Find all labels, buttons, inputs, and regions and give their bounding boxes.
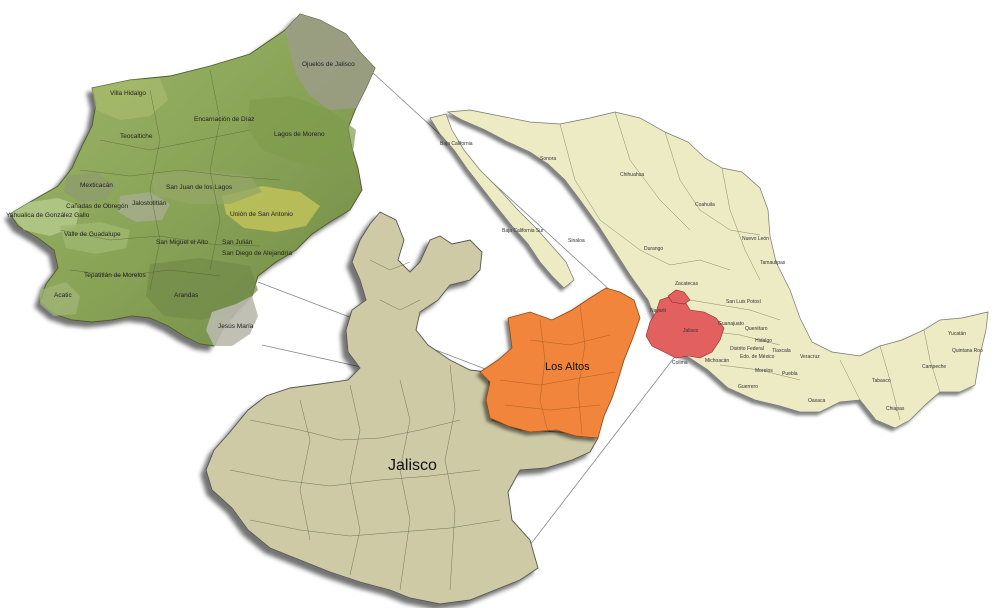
- state-labels: Baja California Sonora Chihuahua Coahuil…: [440, 141, 983, 412]
- municipality-label: Acatic: [54, 292, 72, 299]
- baja-california: [429, 113, 575, 289]
- municipality-label: Villa Hidalgo: [110, 90, 146, 97]
- valle-region: [60, 222, 130, 254]
- arandas-region: [146, 258, 258, 320]
- state-label: Nuevo León: [742, 236, 769, 242]
- state-label: Sinaloa: [568, 238, 585, 244]
- state-label: Quintana Roo: [952, 348, 983, 354]
- state-label: Puebla: [782, 371, 798, 377]
- municipality-label: San Diego de Alejandría: [222, 250, 292, 257]
- municipality-labels: Ojuelos de Jalisco Villa Hidalgo Encarna…: [6, 61, 355, 330]
- mexico-mainland: [446, 109, 989, 429]
- jalostotitlan-region: [118, 192, 170, 222]
- municipality-label: Tepatitlán de Morelos: [84, 272, 147, 279]
- state-label: Guanajuato: [718, 321, 744, 327]
- state-label: Distrito Federal: [730, 346, 764, 352]
- state-label: Michoacán: [705, 358, 729, 364]
- state-label: Oaxaca: [808, 398, 825, 404]
- municipality-label: Encarnación de Díaz: [194, 116, 254, 123]
- state-label: Querétaro: [745, 326, 768, 332]
- municipality-label: Arandas: [174, 292, 199, 299]
- municipality-label: Jesús María: [218, 323, 254, 330]
- state-label: Chihuahua: [620, 172, 644, 178]
- villa-hidalgo-region: [92, 78, 168, 120]
- los-altos-region: [479, 287, 641, 439]
- state-label: Campeche: [922, 364, 946, 370]
- municipality-label: Teocaltiche: [120, 133, 153, 140]
- state-label: Tabasco: [872, 378, 891, 384]
- mexticacan-region: [64, 172, 116, 202]
- state-label: Nayarit: [650, 308, 666, 314]
- lagos-region: [248, 96, 356, 168]
- state-label: Colima: [672, 360, 688, 366]
- municipality-label: Cañadas de Obregón: [66, 203, 129, 210]
- municipality-label: Unión de San Antonio: [230, 211, 293, 218]
- state-label: Baja California Sur: [502, 228, 544, 234]
- state-label: Zacatecas: [675, 281, 699, 287]
- jalisco-map: Los Altos Jalisco: [205, 211, 641, 605]
- municipality-label: San Miguel el Alto: [156, 239, 208, 246]
- state-label: Guerrero: [738, 384, 758, 390]
- state-label: Veracruz: [800, 354, 820, 360]
- municipality-label: Mexticacán: [80, 182, 113, 189]
- acatic-region: [40, 282, 80, 316]
- jesus-maria-region: [206, 296, 258, 346]
- municipality-label: Lagos de Moreno: [274, 131, 325, 138]
- state-label: Hidalgo: [755, 338, 772, 344]
- state-label: Edo. de México: [740, 354, 775, 360]
- state-label: Tamaulipas: [760, 260, 786, 266]
- municipality-label: Ojuelos de Jalisco: [302, 61, 355, 68]
- sanjuan-region: [150, 170, 262, 204]
- state-label: Coahuila: [695, 202, 715, 208]
- state-label: Sonora: [540, 156, 556, 162]
- state-label: Jalisco: [683, 328, 699, 334]
- jalisco-label: Jalisco: [388, 457, 437, 474]
- los-altos-detail-map: [9, 13, 376, 347]
- mexico-map: [429, 109, 989, 429]
- jalisco-highlight: [645, 295, 725, 359]
- municipality-label: Jalostotitlán: [132, 200, 167, 207]
- state-label: Chiapas: [886, 406, 905, 412]
- jalisco-north-highlight: [667, 289, 691, 305]
- state-label: Morelos: [755, 368, 773, 374]
- state-label: Yucatán: [948, 331, 966, 337]
- state-label: Tlaxcala: [772, 348, 791, 354]
- state-label: Durango: [644, 246, 663, 252]
- ojuelos-region: [285, 14, 375, 110]
- jalisco-state: [205, 211, 599, 605]
- los-altos-label: Los Altos: [545, 361, 590, 373]
- state-label: Baja California: [440, 141, 473, 147]
- municipality-label: San Julián: [222, 239, 253, 246]
- municipality-label: Yahualica de González Gallo: [6, 212, 90, 219]
- municipality-label: San Juan de los Lagos: [166, 184, 233, 191]
- municipality-label: Valle de Guadalupe: [64, 231, 121, 238]
- state-label: San Luis Potosí: [726, 299, 762, 305]
